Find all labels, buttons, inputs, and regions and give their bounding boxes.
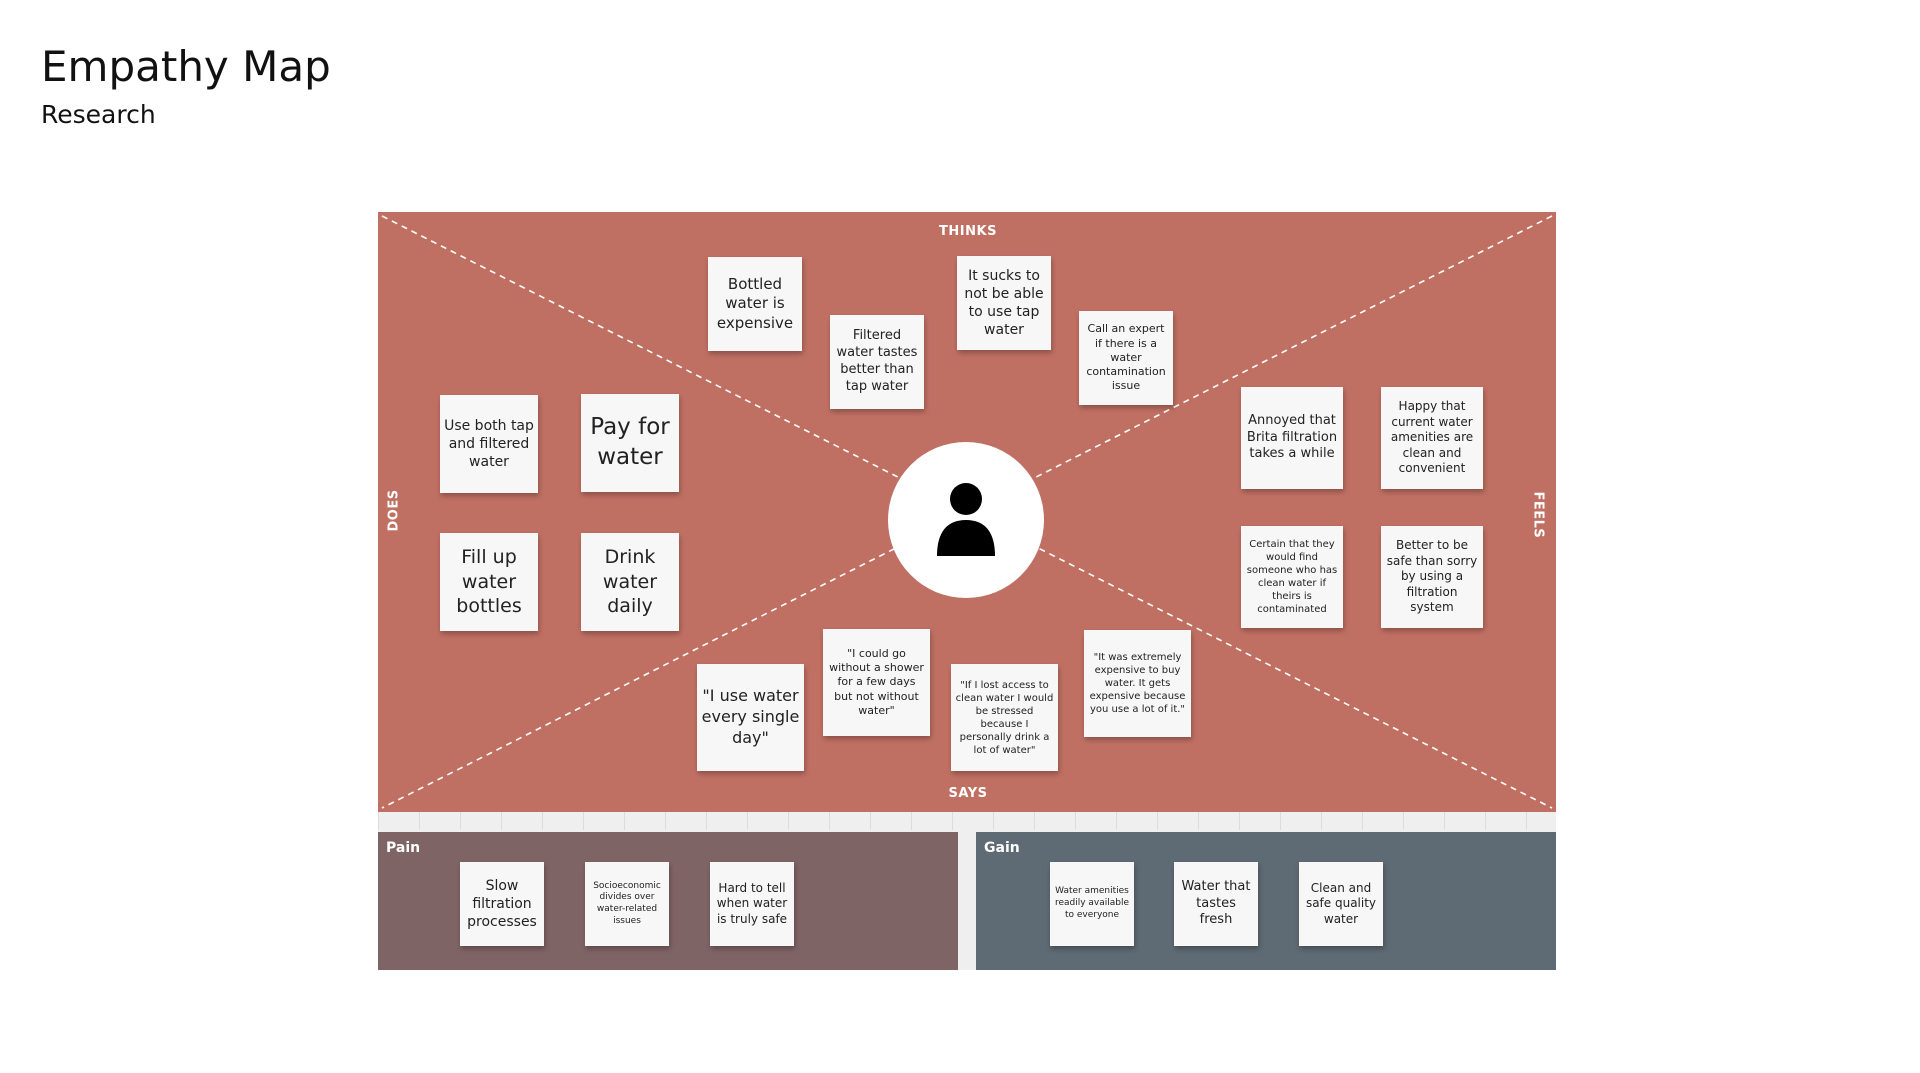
thinks-note[interactable]: Bottled water is expensive [708, 257, 802, 351]
empathy-map-board: THINKS SAYS DOES FEELS Bottled water is … [378, 212, 1556, 970]
thinks-note[interactable]: It sucks to not be able to use tap water [957, 256, 1051, 350]
quadrant-label-says: SAYS [948, 786, 988, 801]
gain-panel: Gain Water amenities readily available t… [976, 832, 1556, 970]
pain-label: Pain [386, 840, 421, 856]
gain-note[interactable]: Water amenities readily available to eve… [1050, 862, 1134, 946]
feels-note[interactable]: Better to be safe than sorry by using a … [1381, 526, 1483, 628]
pain-note[interactable]: Hard to tell when water is truly safe [710, 862, 794, 946]
quadrant-label-thinks: THINKS [939, 224, 997, 239]
note-text: Certain that they would find someone who… [1246, 539, 1338, 615]
note-text: "If I lost access to clean water I would… [955, 679, 1054, 756]
quadrant-label-feels: FEELS [1530, 491, 1546, 539]
feels-note[interactable]: Annoyed that Brita filtration takes a wh… [1241, 387, 1343, 489]
note-text: Clean and safe quality water [1305, 880, 1377, 926]
gain-label: Gain [984, 840, 1020, 856]
thinks-note[interactable]: Filtered water tastes better than tap wa… [830, 315, 924, 409]
note-text: Annoyed that Brita filtration takes a wh… [1246, 412, 1338, 462]
board-grid-strip [378, 812, 1556, 830]
says-note[interactable]: "I use water every single day" [697, 664, 804, 771]
says-note[interactable]: "It was extremely expensive to buy water… [1084, 630, 1191, 737]
says-note[interactable]: "I could go without a shower for a few d… [823, 629, 930, 736]
note-text: Socioeconomic divides over water-related… [593, 880, 661, 926]
feels-note[interactable]: Happy that current water amenities are c… [1381, 387, 1483, 489]
note-text: Filtered water tastes better than tap wa… [836, 328, 918, 394]
note-text: Better to be safe than sorry by using a … [1386, 538, 1478, 615]
note-text: Water amenities readily available to eve… [1054, 886, 1130, 920]
note-text: Slow filtration processes [467, 877, 537, 931]
does-note[interactable]: Use both tap and filtered water [440, 395, 538, 493]
pain-note[interactable]: Slow filtration processes [460, 862, 544, 946]
says-note[interactable]: "If I lost access to clean water I would… [951, 664, 1058, 771]
pain-note[interactable]: Socioeconomic divides over water-related… [585, 862, 669, 946]
quadrant-divider-lines [381, 215, 1553, 809]
note-text: Happy that current water amenities are c… [1390, 399, 1474, 476]
page-subtitle: Research [41, 100, 156, 129]
note-text: Hard to tell when water is truly safe [716, 880, 788, 926]
note-text: Use both tap and filtered water [444, 417, 534, 471]
does-note[interactable]: Fill up water bottles [440, 533, 538, 631]
feels-note[interactable]: Certain that they would find someone who… [1241, 526, 1343, 628]
note-text: Call an expert if there is a water conta… [1086, 322, 1166, 393]
page-title: Empathy Map [41, 42, 331, 91]
gain-note[interactable]: Water that tastes fresh [1174, 862, 1258, 946]
note-text: It sucks to not be able to use tap water [964, 267, 1044, 339]
does-note[interactable]: Pay for water [581, 394, 679, 492]
thinks-note[interactable]: Call an expert if there is a water conta… [1079, 311, 1173, 405]
quadrant-label-does: DOES [386, 489, 402, 532]
note-text: Pay for water [590, 414, 670, 470]
user-icon [937, 483, 995, 556]
persona-avatar [888, 442, 1044, 598]
gain-note[interactable]: Clean and safe quality water [1299, 862, 1383, 946]
note-text: "I could go without a shower for a few d… [829, 646, 924, 717]
note-text: Bottled water is expensive [716, 274, 794, 332]
note-text: Fill up water bottles [456, 545, 522, 618]
empathy-map-quadrants: THINKS SAYS DOES FEELS Bottled water is … [378, 212, 1556, 812]
note-text: "It was extremely expensive to buy water… [1089, 652, 1186, 715]
note-text: Water that tastes fresh [1181, 878, 1251, 928]
does-note[interactable]: Drink water daily [581, 533, 679, 631]
note-text: Drink water daily [602, 545, 658, 618]
note-text: "I use water every single day" [701, 686, 800, 747]
pain-panel: Pain Slow filtration processes Socioecon… [378, 832, 958, 970]
